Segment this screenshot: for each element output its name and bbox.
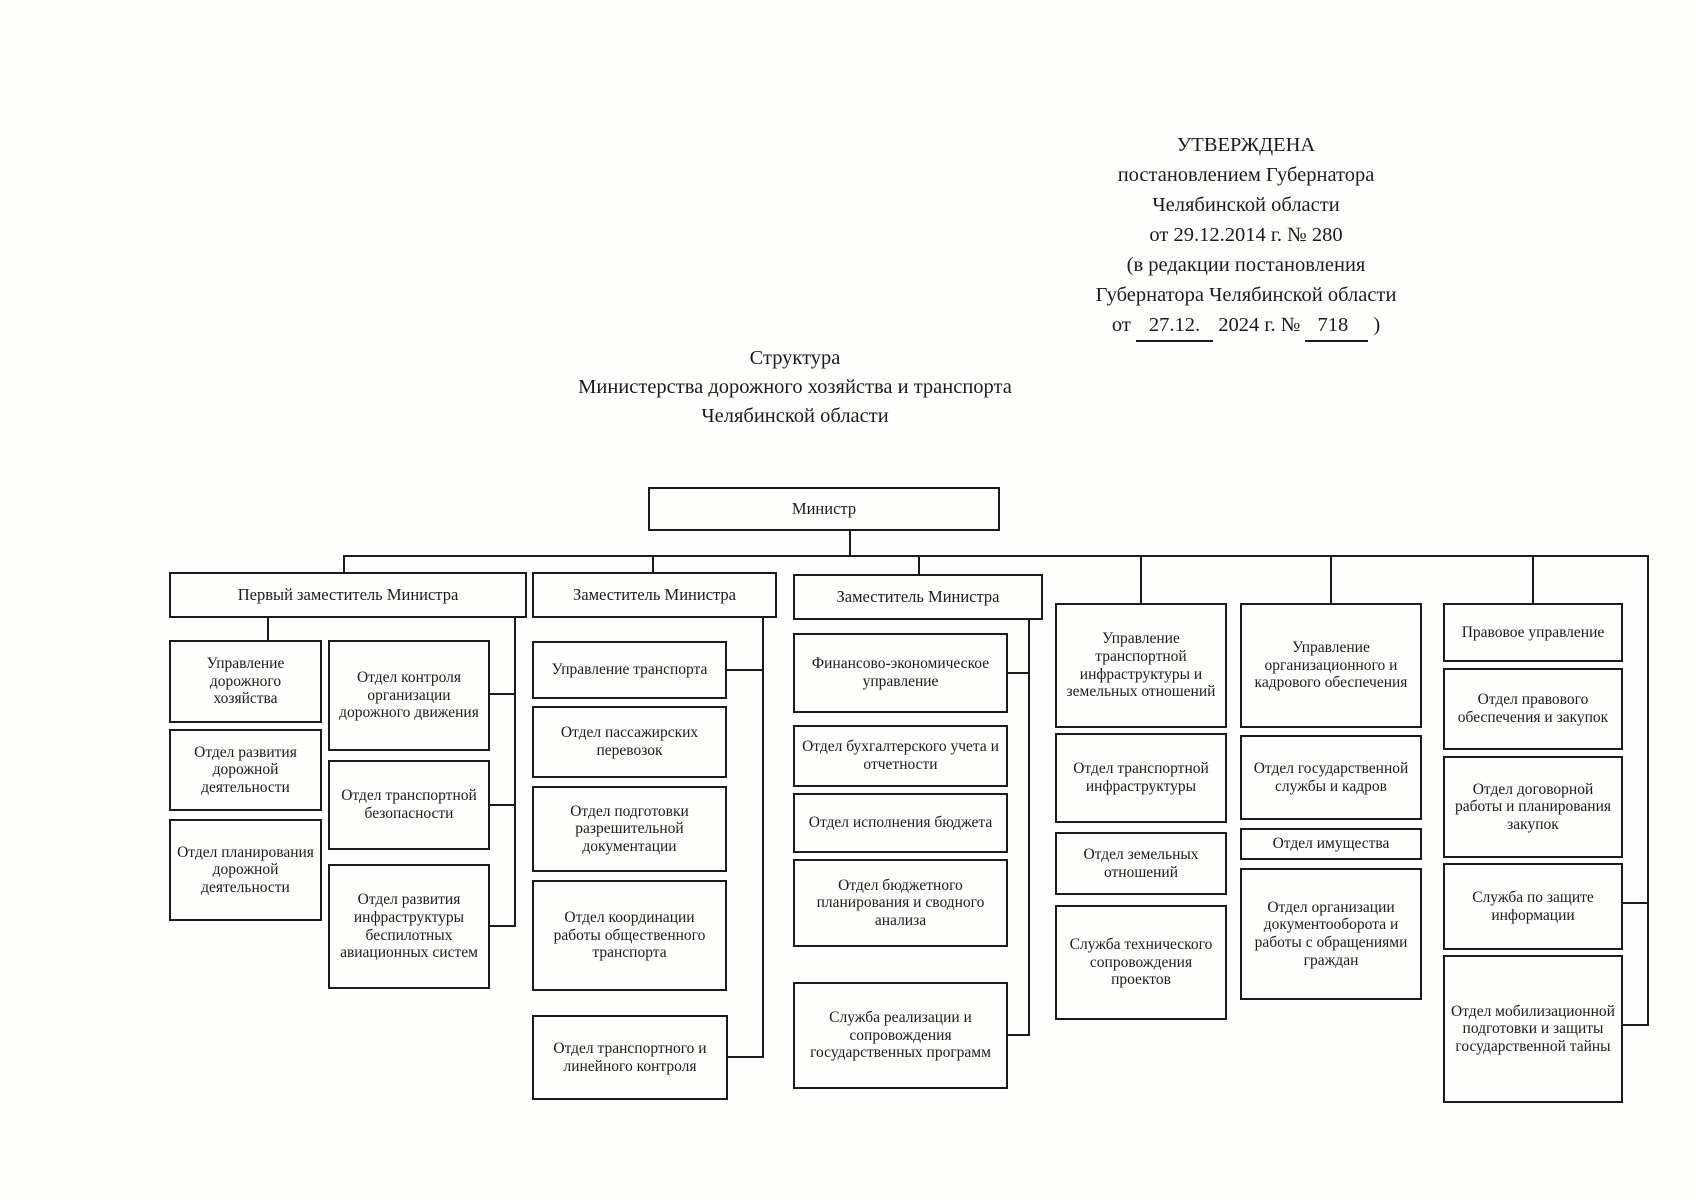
org-box-sluzh-zashch: Служба по защите информации [1443, 863, 1623, 950]
amendment-prefix: от [1111, 314, 1131, 336]
title-line: Министерства дорожного хозяйства и транс… [578, 376, 1012, 398]
approval-line: постановлением Губернатора [1117, 164, 1375, 186]
org-box-otd-plan-dor: Отдел планирования дорожной деятельности [169, 819, 322, 921]
org-box-otd-prav: Отдел правового обеспечения и закупок [1443, 668, 1623, 750]
org-box-first-deputy: Первый заместитель Министра [169, 572, 527, 618]
approval-line: Губернатора Челябинской области [1095, 284, 1397, 306]
org-box-otd-dogov: Отдел договорной работы и планирования з… [1443, 756, 1623, 858]
approval-line: от 29.12.2014 г. № 280 [1149, 224, 1343, 246]
connector-line [1623, 902, 1649, 904]
connector-line [1623, 1024, 1649, 1026]
org-box-fin-ekon: Финансово-экономическое управление [793, 633, 1008, 713]
connector-line [728, 1056, 764, 1058]
org-box-otd-bud-plan: Отдел бюджетного планирования и сводного… [793, 859, 1008, 947]
connector-line [918, 555, 920, 576]
connector-line [490, 925, 516, 927]
org-box-otd-koord: Отдел координации работы общественного т… [532, 880, 727, 991]
connector-line [490, 693, 516, 695]
org-box-otd-buh: Отдел бухгалтерского учета и отчетности [793, 725, 1008, 787]
connector-line [652, 555, 654, 572]
org-box-sluzh-real: Служба реализации и сопровождения госуда… [793, 982, 1008, 1089]
org-box-otd-transp-bez: Отдел транспортной безопасности [328, 760, 490, 850]
org-box-deputy-transport: Заместитель Министра [532, 572, 777, 618]
org-box-minister: Министр [648, 487, 1000, 531]
amendment-suffix: ) [1373, 314, 1381, 336]
org-box-otd-lin-kontr: Отдел транспортного и линейного контроля [532, 1015, 728, 1100]
org-box-sluzh-teh: Служба технического сопровождения проект… [1055, 905, 1227, 1020]
approval-block: УТВЕРЖДЕНА постановлением Губернатора Че… [1020, 130, 1472, 342]
amendment-number: 718 [1305, 310, 1369, 342]
connector-line [727, 669, 764, 671]
org-box-upr-transp: Управление транспорта [532, 641, 727, 699]
approval-line: УТВЕРЖДЕНА [1176, 134, 1316, 156]
org-box-otd-razresh: Отдел подготовки разрешительной документ… [532, 786, 727, 872]
connector-line [762, 618, 764, 1058]
org-box-otd-isp-bud: Отдел исполнения бюджета [793, 793, 1008, 853]
org-box-upr-org: Управление организационного и кадрового … [1240, 603, 1422, 728]
approval-line: (в редакции постановления [1126, 254, 1366, 276]
org-box-otd-dokum: Отдел организации документооборота и раб… [1240, 868, 1422, 1000]
connector-line [343, 555, 345, 572]
org-box-otd-bespil: Отдел развития инфраструктуры беспилотны… [328, 864, 490, 989]
org-box-otd-razv-dor: Отдел развития дорожной деятельности [169, 729, 322, 811]
org-box-upr-dor-hoz: Управление дорожного хозяйства [169, 640, 322, 723]
connector-line [849, 531, 851, 557]
connector-line [343, 555, 1649, 557]
connector-line [1532, 555, 1534, 603]
org-box-otd-gos: Отдел государственной службы и кадров [1240, 735, 1422, 820]
document-title: Структура Министерства дорожного хозяйст… [495, 344, 1095, 431]
org-box-otd-zem: Отдел земельных отношений [1055, 832, 1227, 895]
connector-line [267, 618, 269, 640]
org-box-otd-ti: Отдел транспортной инфраструктуры [1055, 733, 1227, 823]
org-box-prav-upr: Правовое управление [1443, 603, 1623, 662]
amendment-mid: 2024 г. № [1218, 314, 1301, 336]
connector-line [1647, 555, 1649, 1026]
connector-line [1028, 620, 1030, 1036]
approval-line: Челябинской области [1152, 194, 1340, 216]
connector-line [514, 618, 516, 927]
connector-line [490, 804, 516, 806]
org-box-otd-mobil: Отдел мобилизационной подготовки и защит… [1443, 955, 1623, 1103]
org-box-otd-pass: Отдел пассажирских перевозок [532, 706, 727, 778]
title-line: Структура [749, 347, 841, 369]
org-box-deputy-finance: Заместитель Министра [793, 574, 1043, 620]
org-box-upr-ti: Управление транспортной инфраструктуры и… [1055, 603, 1227, 728]
org-box-otd-kontr: Отдел контроля организации дорожного дви… [328, 640, 490, 751]
title-line: Челябинской области [701, 405, 889, 427]
amendment-date: 27.12. [1135, 310, 1214, 342]
approval-line-amendment: от 27.12. 2024 г. № 718 ) [1020, 310, 1472, 342]
connector-line [1008, 1034, 1030, 1036]
connector-line [1008, 672, 1030, 674]
org-box-otd-imush: Отдел имущества [1240, 828, 1422, 860]
connector-line [1140, 555, 1142, 603]
connector-line [1330, 555, 1332, 603]
